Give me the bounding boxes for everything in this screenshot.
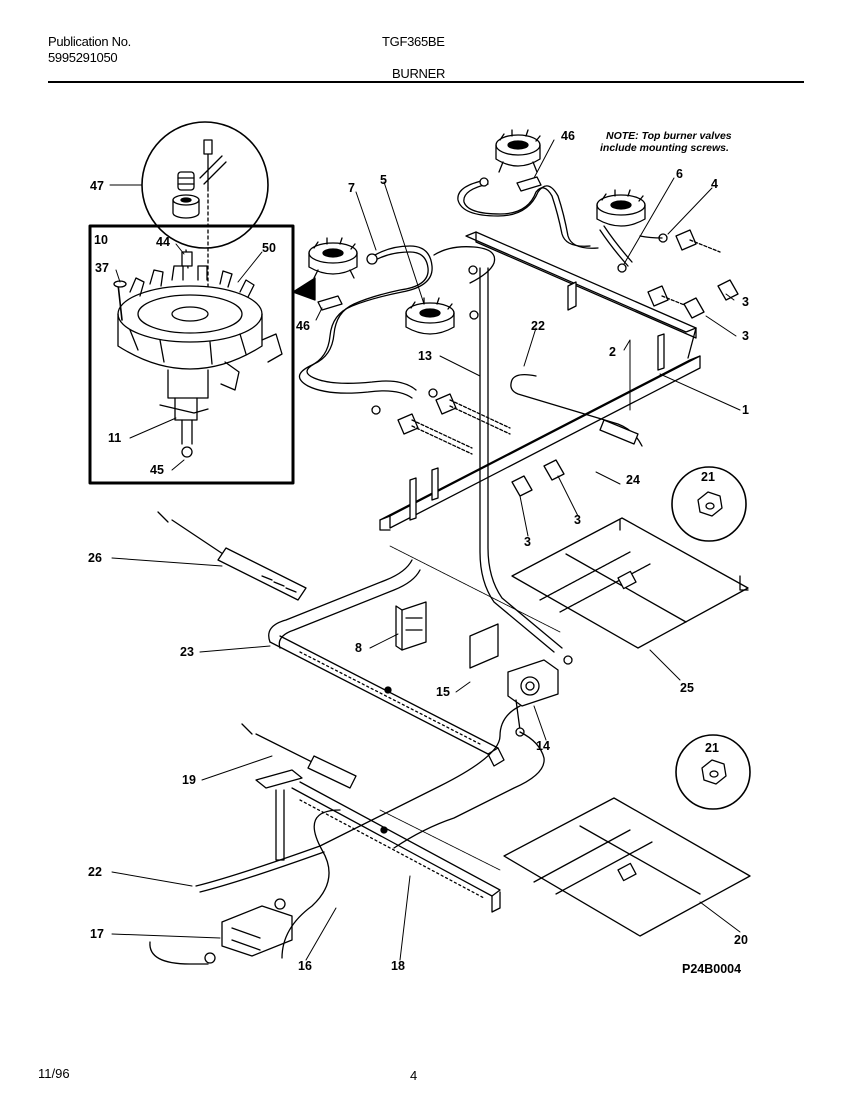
model-number: TGF365BE	[382, 34, 445, 49]
callout-leaders	[109, 139, 741, 961]
callout-46-rear: 46	[561, 129, 575, 143]
callout-14: 14	[536, 739, 550, 753]
nut-detail-upper	[671, 466, 747, 542]
callout-8: 8	[355, 641, 362, 655]
callout-26: 26	[88, 551, 102, 565]
rear-right-top-burner	[596, 189, 646, 227]
callout-5: 5	[380, 173, 387, 187]
callout-1: 1	[742, 403, 749, 417]
callout-15: 15	[436, 685, 450, 699]
publication-number: 5995291050	[48, 50, 118, 65]
callout-3-right-bottom: 3	[742, 329, 749, 343]
callout-17: 17	[90, 927, 104, 941]
oven-burner-baffle	[511, 517, 749, 649]
footer-date: 11/96	[38, 1066, 70, 1081]
callout-6: 6	[676, 167, 683, 181]
callout-11: 11	[108, 431, 121, 445]
front-left-top-burner	[308, 237, 358, 279]
safety-valve	[395, 601, 427, 651]
burner-gas-tubes	[298, 177, 668, 415]
broil-burner	[255, 769, 501, 913]
callout-13: 13	[418, 349, 432, 363]
callout-22-lower: 22	[88, 865, 102, 879]
callout-24: 24	[626, 473, 640, 487]
diagram-code: P24B0004	[682, 962, 741, 976]
rear-left-top-burner	[495, 129, 541, 173]
callout-3-middle: 3	[574, 513, 581, 527]
ignitor-bracket-24	[599, 419, 639, 445]
callout-37: 37	[95, 261, 109, 275]
regulator-outlet-tube	[393, 731, 545, 849]
callout-4: 4	[711, 177, 718, 191]
broil-valve	[149, 898, 293, 965]
callout-20: 20	[734, 933, 748, 947]
callout-18: 18	[391, 959, 405, 973]
callout-16: 16	[298, 959, 312, 973]
callout-25: 25	[680, 681, 694, 695]
callout-21-lower: 21	[705, 741, 719, 755]
callout-3-right-top: 3	[742, 295, 749, 309]
section-title: BURNER	[392, 66, 446, 81]
page-number: 4	[410, 1068, 418, 1083]
lower-gas-tube	[195, 705, 521, 887]
note-line-2: include mounting screws.	[600, 142, 729, 154]
alignment-lines	[379, 545, 561, 871]
callout-45: 45	[150, 463, 164, 477]
callout-23: 23	[180, 645, 194, 659]
note-line-1: NOTE: Top burner valves	[606, 130, 732, 142]
callout-2: 2	[609, 345, 616, 359]
burner-base-detail-box	[88, 187, 316, 485]
callout-50: 50	[262, 241, 276, 255]
callout-22-upper: 22	[531, 319, 545, 333]
broil-igniter	[241, 723, 357, 789]
front-right-top-burner	[405, 297, 455, 335]
callout-46-front: 46	[296, 319, 310, 333]
callout-19: 19	[182, 773, 196, 787]
broil-tube	[281, 809, 341, 959]
callout-10: 10	[94, 233, 108, 247]
burner-bracket-rear	[516, 176, 542, 192]
gas-manifold	[379, 231, 701, 653]
callout-21-upper: 21	[701, 470, 715, 484]
oven-igniter	[157, 511, 307, 601]
broil-burner-baffle	[503, 797, 751, 937]
pressure-regulator	[507, 655, 573, 737]
burner-valves	[397, 229, 739, 497]
burner-bracket-front	[317, 295, 343, 311]
publication-label: Publication No.	[48, 34, 131, 49]
callout-47: 47	[90, 179, 104, 193]
callout-3-left: 3	[524, 535, 531, 549]
burner-cap-detail	[141, 121, 269, 249]
callout-44: 44	[156, 235, 170, 249]
callout-7: 7	[348, 181, 355, 195]
header-rule	[48, 81, 804, 83]
nut-detail-lower	[675, 734, 751, 810]
pressure-regulator-bracket	[469, 623, 499, 669]
